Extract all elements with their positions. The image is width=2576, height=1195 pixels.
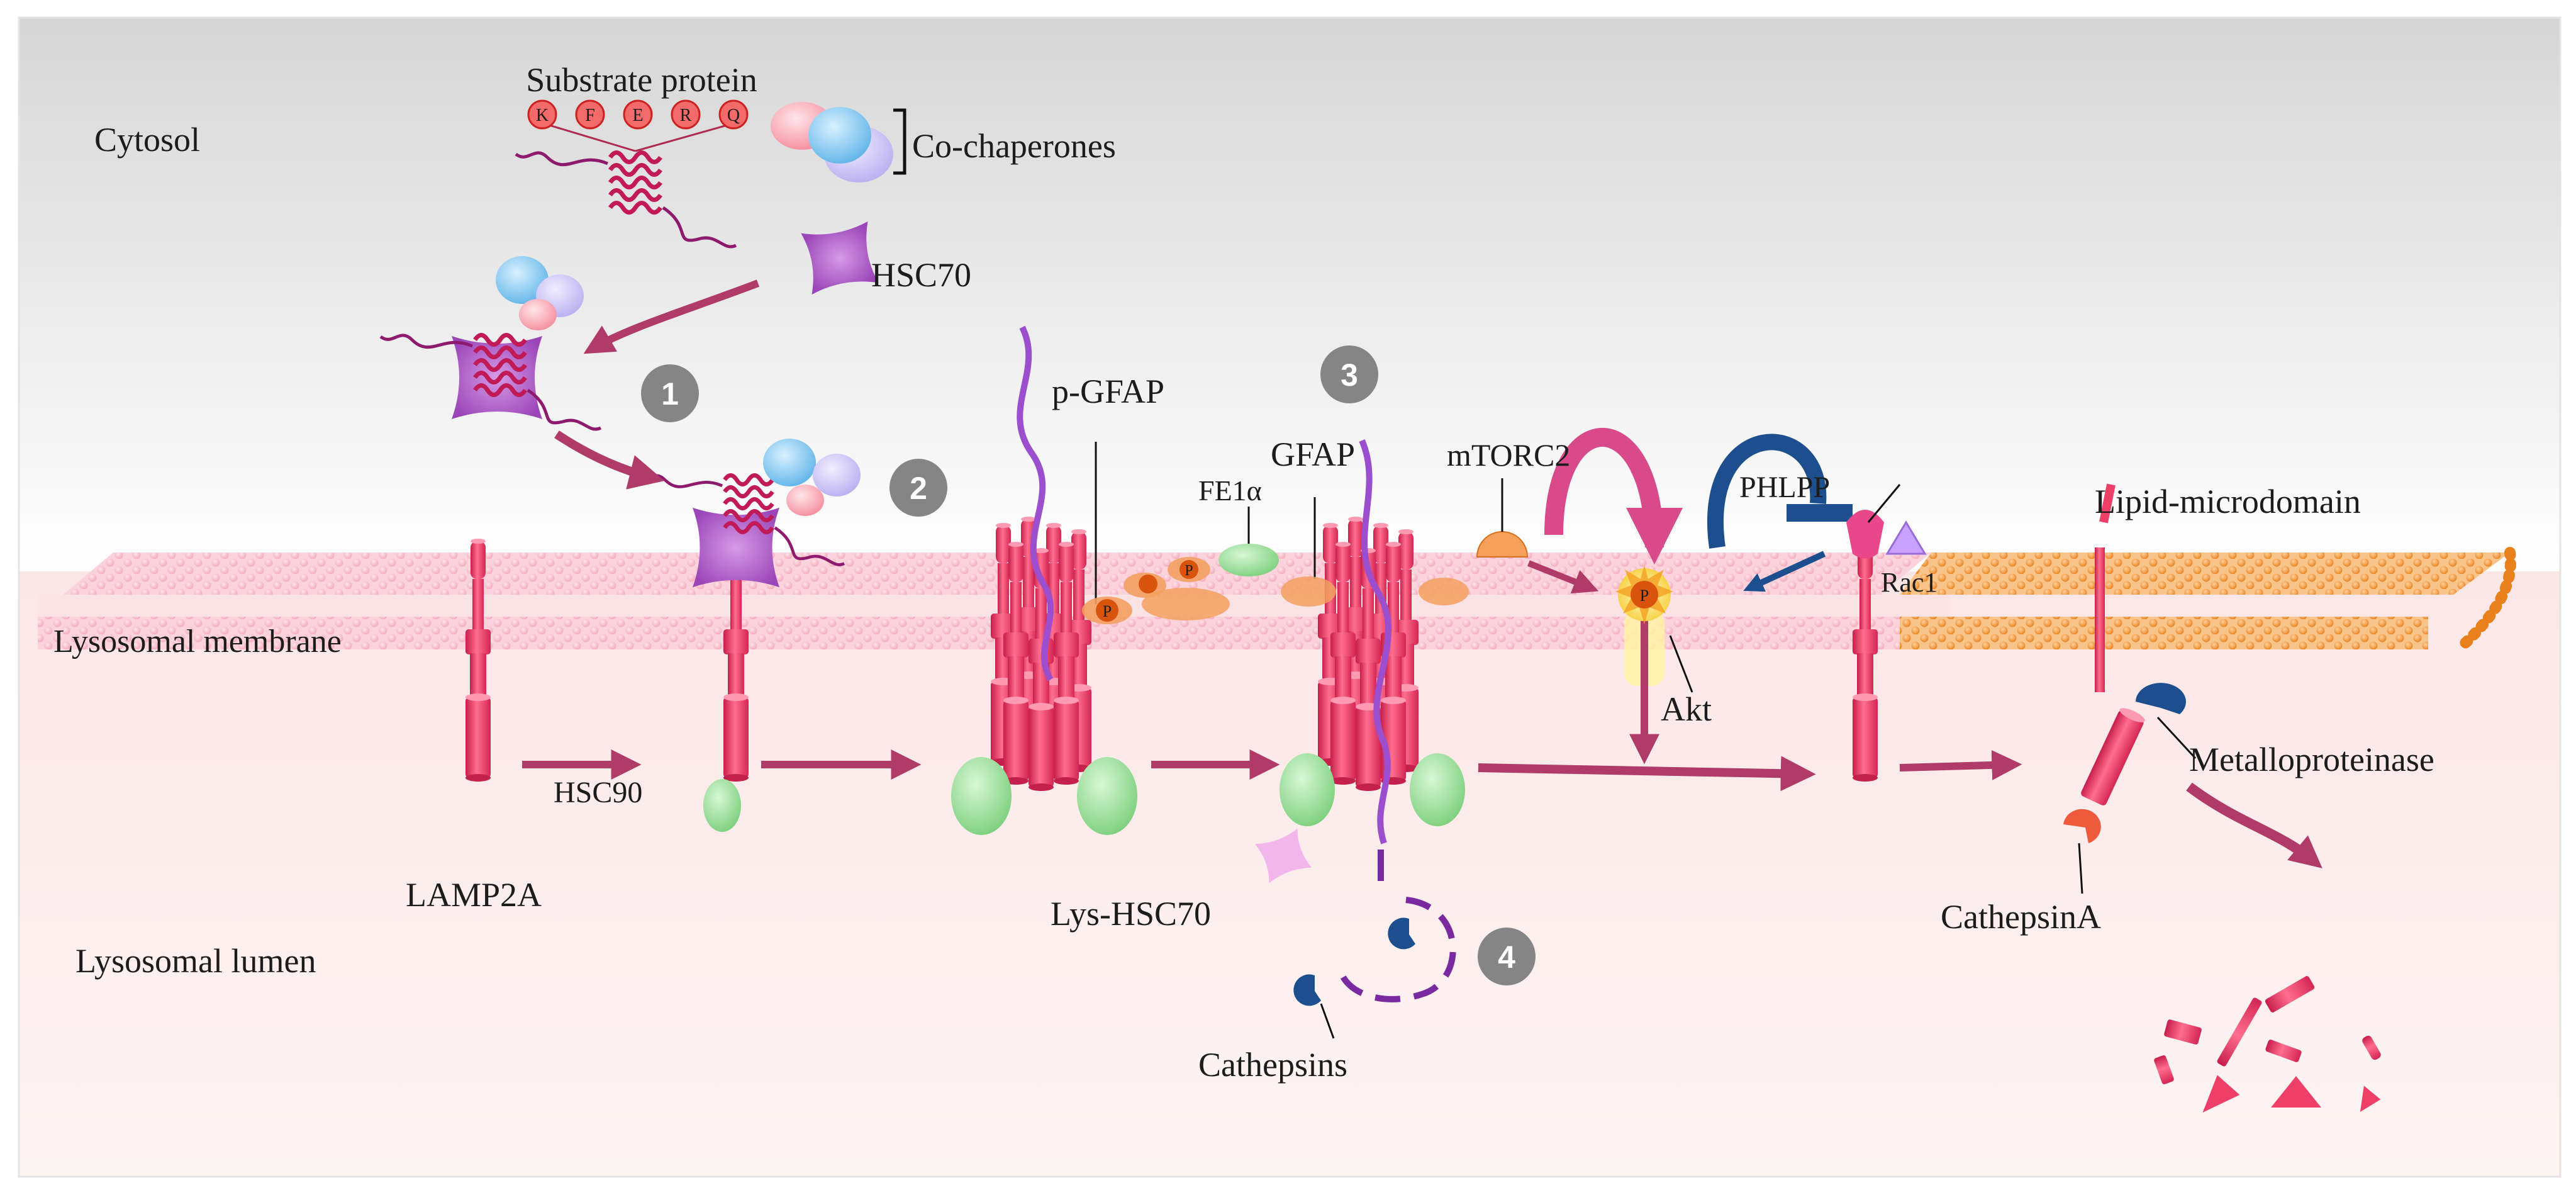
p-gfap-label: p-GFAP: [1052, 373, 1164, 410]
akt: P: [1615, 565, 1693, 765]
step-1: 1: [641, 364, 699, 422]
cathepsin-a: [2063, 809, 2101, 894]
gfap-label: GFAP: [1271, 435, 1355, 473]
hsc90-label: HSC90: [554, 776, 642, 809]
phospho-label-1: P: [1103, 602, 1112, 620]
lys-hsc70: [1254, 828, 1312, 884]
motif-letter-k: K: [536, 106, 549, 125]
lysosomal-membrane-label: Lysosomal membrane: [53, 624, 342, 659]
co-chaperones-label: Co-chaperones: [912, 127, 1116, 165]
cathepsins-label: Cathepsins: [1198, 1046, 1347, 1084]
gfap-strand: [1281, 439, 1469, 844]
mtorc2-label: mTORC2: [1447, 437, 1570, 473]
lys-hsc70-label: Lys-HSC70: [1051, 895, 1211, 933]
akt-label: Akt: [1661, 690, 1712, 728]
lysosomal-lumen-label: Lysosomal lumen: [75, 942, 316, 980]
lamp2a-fragments: [2154, 976, 2381, 1113]
p-gfap-strand: [1017, 325, 1097, 682]
hsc90-multimer-2: [1280, 753, 1465, 826]
hsc70-label: HSC70: [871, 256, 971, 294]
step-4: 4: [1478, 928, 1536, 985]
mtorc2-activation-arrow: [1544, 427, 1683, 564]
lamp2a-label: LAMP2A: [406, 876, 542, 914]
complex-1: [381, 256, 601, 429]
step-1-number: 1: [661, 376, 679, 412]
lipid-microdomain-label: Lipid-microdomain: [2095, 483, 2361, 520]
step-3: 3: [1320, 345, 1378, 403]
metalloproteinase: [2136, 683, 2322, 868]
cathepsin-a-label: CathepsinA: [1941, 898, 2101, 936]
co-chaperones: [771, 102, 906, 182]
rac1-label: Rac1: [1881, 567, 1938, 598]
degrading-substrate: [1337, 850, 1456, 1002]
motif-letter-q: Q: [727, 106, 740, 125]
phlpp: [1743, 484, 1901, 592]
step-2: 2: [889, 459, 947, 517]
kferq-motif: K F E R Q: [527, 99, 749, 130]
background: [18, 16, 2562, 1178]
cathepsins: [1293, 917, 1415, 1039]
motif-letter-f: F: [585, 106, 595, 125]
rac1: [1885, 520, 1927, 555]
substrate-protein: [516, 121, 736, 247]
motif-letter-r: R: [680, 106, 692, 125]
motif-letter-e: E: [632, 106, 643, 125]
metalloproteinase-label: Metalloproteinase: [2189, 741, 2434, 778]
substrate-protein-label: Substrate protein: [526, 61, 757, 99]
phospho-sites: P P: [1082, 557, 1230, 624]
cytosol-label: Cytosol: [94, 121, 200, 159]
mtorc2: [1476, 478, 1599, 594]
step-4-number: 4: [1498, 940, 1515, 975]
phlpp-inhibition: [1707, 434, 1853, 549]
hsc90-multimer-1: [951, 757, 1137, 835]
complex-2: [635, 439, 861, 588]
lamp2a-cleaved: [2081, 483, 2145, 805]
flow-arrows: [522, 279, 2022, 792]
step-2-number: 2: [910, 471, 927, 506]
phlpp-label: PHLPP: [1739, 471, 1830, 504]
phospho-label-2: P: [1185, 563, 1193, 579]
step-3-number: 3: [1341, 357, 1358, 393]
akt-phospho-label: P: [1640, 586, 1649, 605]
fe1a-label: FE1α: [1198, 474, 1262, 507]
lipid-microdomain: [1900, 547, 2516, 654]
lamp2a-multimer-1: [991, 517, 1091, 791]
hsc90-1: [703, 779, 741, 832]
fe1a-protein: [1218, 507, 1279, 576]
